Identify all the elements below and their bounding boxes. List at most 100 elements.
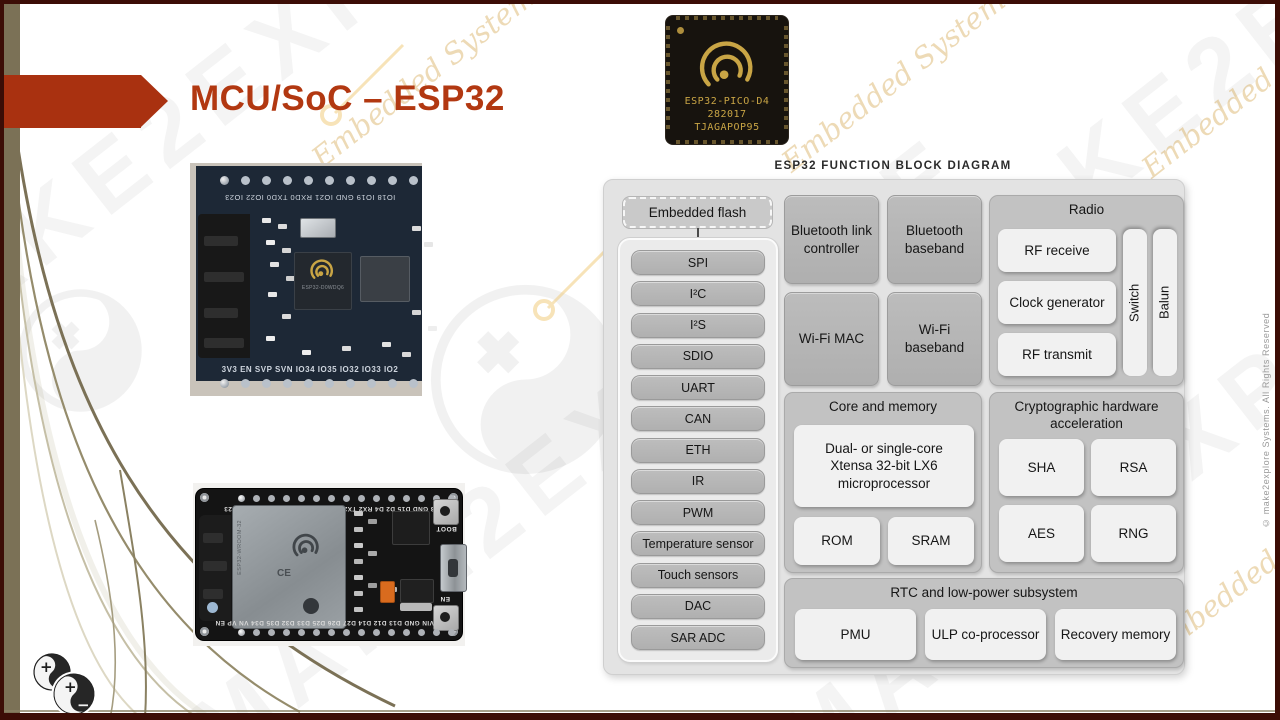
pcb-antenna [199,515,231,621]
module-pcb: IO18 IO19 GND IO21 RXD0 TXD0 IO22 IO23 E… [196,166,422,388]
esp32-wroom-shield: CE ESP32-WROOM-32 [232,505,346,629]
title-banner [0,75,141,128]
esp32-devkit-photo: 3V3 GND D15 D2 D4 RX2 TX2 RX0 TX0 D21 D1… [193,483,467,646]
watermark-script: Embedded Systems [775,0,1024,179]
chip-part-number: ESP32-PICO-D4 [684,96,770,107]
bottom-accent-line [4,710,1275,712]
section-core-memory: Core and memory Dual- or single-core Xte… [784,392,982,573]
chip-pins [676,16,778,20]
smd-components [262,218,271,223]
block-rf-receive: RF receive [998,229,1116,272]
mounting-hole [449,627,458,636]
espressif-logo-icon [292,533,319,557]
smd-components [354,511,363,516]
pin-header-top [220,176,229,185]
esp32-die-chip: ESP32-D0WDQ6 [294,252,352,310]
boot-button [433,499,459,525]
block-i2c: I²C [631,281,765,307]
block-pwm: PWM [631,500,765,525]
block-cpu: Dual- or single-core Xtensa 32-bit LX6 m… [794,425,974,507]
block-embedded-flash: Embedded flash [623,197,772,228]
watermark-yinyang-icon [19,289,142,412]
watermark-yinyang-icon [430,284,621,475]
section-crypto: Cryptographic hardware acceleration SHA … [989,392,1184,573]
shield-dot [303,598,319,614]
slide-border-bottom [0,713,1280,720]
block-sdio: SDIO [631,343,765,369]
block-can: CAN [631,406,765,432]
pcb-antenna [198,214,250,358]
block-uart: UART [631,375,765,400]
block-dac: DAC [631,593,765,619]
make2explore-logo: + + − [33,653,97,717]
svg-text:−: − [77,696,90,714]
block-rng: RNG [1091,505,1176,562]
espressif-logo-icon [310,259,334,279]
chip-lot-code: TJAGAPOP95 [694,122,760,133]
block-recovery-memory: Recovery memory [1055,609,1176,660]
peripheral-block-group: SPI I²C I²S SDIO UART CAN ETH IR PWM Tem… [618,238,778,662]
section-rtc-title: RTC and low-power subsystem [890,585,1078,600]
slide-border-right [1275,0,1280,720]
block-pmu: PMU [795,609,916,660]
block-rf-transmit: RF transmit [998,333,1116,376]
block-temperature-sensor: Temperature sensor [631,531,765,557]
page-title: MCU/SoC – ESP32 [190,79,505,118]
ce-mark: CE [277,568,291,579]
mounting-hole [200,627,209,636]
block-sram: SRAM [888,517,974,565]
block-i2s: I²S [631,312,765,338]
block-wifi-mac: Wi-Fi MAC [784,292,879,386]
chip-pin1-dot [677,27,684,34]
block-aes: AES [999,505,1084,562]
section-radio-title: Radio [1068,202,1105,217]
boot-button-label: BOOT [436,525,457,532]
regulator-tab [400,603,432,611]
section-rtc: RTC and low-power subsystem PMU ULP co-p… [784,578,1184,668]
block-touch-sensors: Touch sensors [631,562,765,588]
section-crypto-title: Cryptographic hardware acceleration [1014,399,1159,431]
block-rom: ROM [794,517,880,565]
svg-text:+: + [40,658,53,676]
block-clock-generator: Clock generator [998,281,1116,324]
flash-connector-line [697,228,699,238]
esp32-pico-chip-photo: ESP32-PICO-D4 282017 TJAGAPOP95 [666,16,788,144]
block-wifi-baseband: Wi-Fi baseband [887,292,982,386]
pin-labels-bottom: 3V3 EN SVP SVN IO34 IO35 IO32 IO33 IO2 [221,365,399,374]
crystal-oscillator [300,218,336,238]
micro-usb-port [440,544,467,592]
antenna-hole [207,602,218,613]
copyright-text: © make2explore Systems. All Rights Reser… [1261,312,1271,528]
block-ir: IR [631,468,765,494]
block-ulp-coprocessor: ULP co-processor [925,609,1046,660]
section-core-title: Core and memory [828,399,938,414]
block-eth: ETH [631,437,765,463]
usb-uart-chip [392,511,430,545]
pin-header-top [238,495,245,502]
block-spi: SPI [631,250,765,275]
die-marking: ESP32-D0WDQ6 [301,285,345,291]
block-switch: Switch [1123,229,1147,376]
title-banner-arrow-icon [141,75,168,127]
en-button [433,605,459,631]
chip-pins [784,26,788,134]
en-button-label: EN [440,595,451,602]
block-bluetooth-link-controller: Bluetooth link controller [784,195,879,284]
chip-markings: ESP32-PICO-D4 282017 TJAGAPOP95 [666,95,788,134]
chip-pins [676,140,778,144]
watermark-script: Embedded Systems [1135,0,1280,185]
espressif-logo-icon [699,41,753,87]
voltage-regulator [400,579,434,603]
block-sar-adc: SAR ADC [631,625,765,650]
svg-text:+: + [64,678,77,696]
block-diagram-title: ESP32 FUNCTION BLOCK DIAGRAM [774,160,1012,172]
pin-labels-top: IO18 IO19 GND IO21 RXD0 TXD0 IO22 IO23 [224,193,396,202]
esp32-block-diagram: Embedded flash SPI I²C I²S SDIO UART CAN… [603,179,1185,675]
mounting-hole [449,493,458,502]
chip-pins [666,26,670,134]
chip-date-code: 282017 [707,109,747,120]
flash-chip [360,256,410,302]
devkit-pcb: 3V3 GND D15 D2 D4 RX2 TX2 RX0 TX0 D21 D1… [196,489,467,640]
pin-header-bottom [238,629,245,636]
